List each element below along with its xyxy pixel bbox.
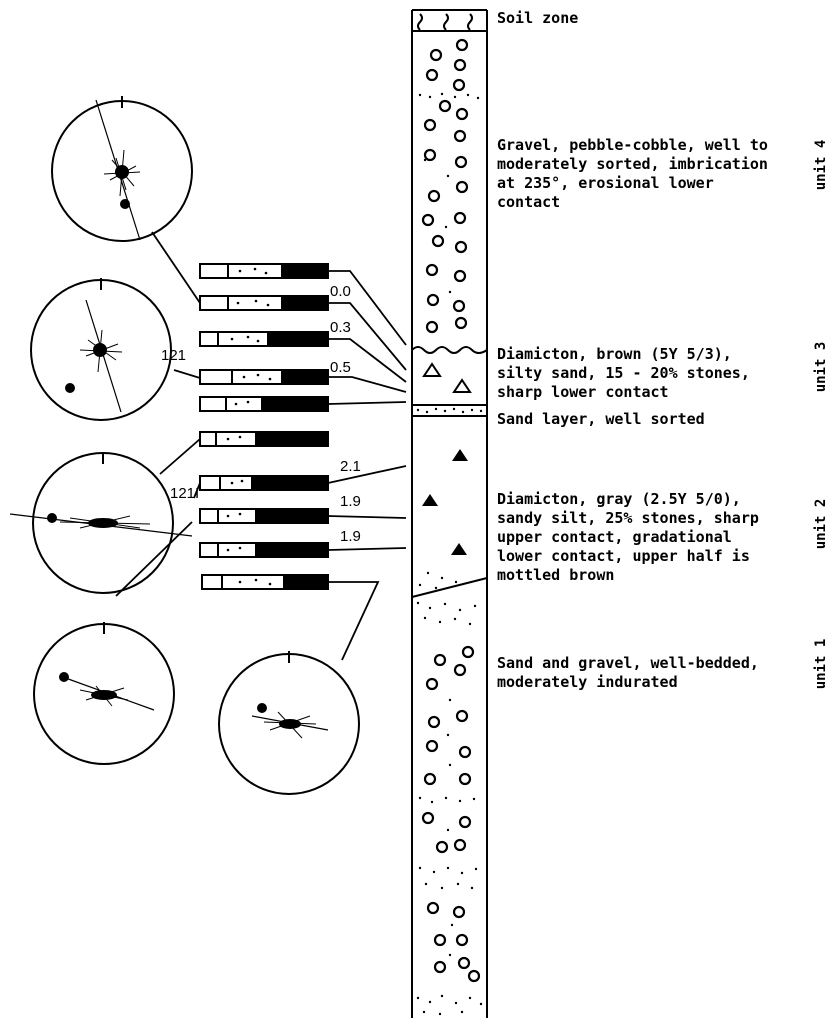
bar-value-label: 0.3 — [330, 319, 351, 336]
sand-layer-dots — [416, 407, 483, 414]
unit2-description: Diamicton, gray (2.5Y 5/0), sandy silt, … — [497, 490, 759, 584]
stereonet-count-label: 121I — [170, 485, 199, 502]
fabric-bar-7 — [199, 475, 329, 491]
bar-value-label: 0.5 — [330, 359, 351, 376]
fabric-bar-6 — [199, 431, 329, 447]
sand-dots-unit4 — [418, 92, 480, 294]
leader-lines — [327, 270, 407, 661]
sand-dots-unit1 — [416, 601, 483, 1016]
gravel-symbols-unit1 — [421, 645, 481, 983]
soil-zone-symbols — [417, 13, 473, 31]
stratigraphic-column — [411, 9, 488, 1018]
fabric-bar-3 — [199, 331, 329, 347]
clast-symbols-unit3 — [422, 362, 472, 393]
unit4-label: unit 4 — [813, 139, 829, 191]
stereonet-2: 121 — [30, 278, 186, 421]
unit2-label: unit 2 — [813, 498, 829, 550]
fabric-bar-5 — [199, 396, 329, 412]
unit4-description: Gravel, pebble-cobble, well to moderatel… — [497, 136, 768, 211]
fabric-bar-4 — [199, 369, 329, 385]
gravel-symbols-unit4 — [421, 38, 469, 334]
stereonet-4 — [33, 622, 175, 765]
stereonet-3: 121I — [9, 452, 199, 594]
bar-value-label: 2.1 — [340, 458, 361, 475]
fabric-bar-1 — [199, 263, 329, 279]
unit3-label: unit 3 — [813, 341, 829, 393]
fabric-bar-2 — [199, 295, 329, 311]
fabric-bar-8 — [199, 508, 329, 524]
clast-symbols-unit2 — [418, 449, 468, 590]
unit1-label: unit 1 — [813, 638, 829, 690]
stereonet-5 — [218, 651, 360, 795]
unit3-description: Diamicton, brown (5Y 5/3), silty sand, 1… — [497, 345, 750, 401]
fabric-bar-9 — [199, 542, 329, 558]
stereonet-count-label: 121 — [161, 347, 186, 364]
fabric-bar-dots — [226, 267, 272, 586]
sand-layer-description: Sand layer, well sorted — [497, 410, 705, 428]
bar-value-labels: 0.0 0.3 0.5 2.1 1.9 1.9 — [330, 283, 361, 545]
bar-value-label: 1.9 — [340, 528, 361, 545]
fabric-bars — [199, 263, 329, 590]
soil-zone-label: Soil zone — [497, 9, 579, 27]
bar-value-label: 1.9 — [340, 493, 361, 510]
stereonet-1 — [51, 96, 193, 242]
erosional-contact — [411, 346, 488, 354]
fabric-bar-10 — [201, 574, 329, 590]
bar-value-label: 0.0 — [330, 283, 351, 300]
unit1-description: Sand and gravel, well-bedded, moderately… — [497, 654, 759, 691]
